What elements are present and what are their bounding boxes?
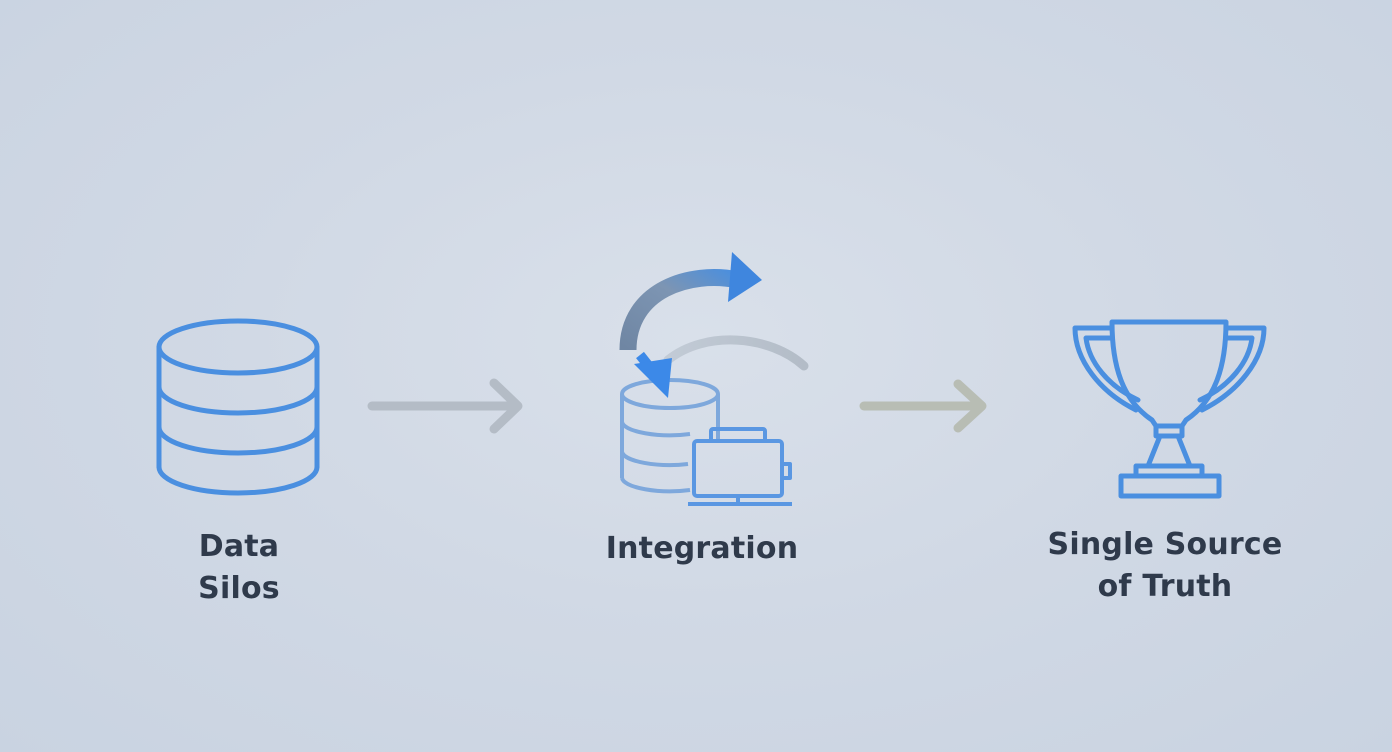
arrow-right-icon	[367, 378, 523, 434]
curved-arrow-head	[728, 252, 762, 302]
label-line: Silos	[198, 571, 280, 606]
inbound-arrow-icon	[634, 351, 672, 398]
integration-icon	[619, 252, 809, 506]
label-line: of Truth	[1097, 569, 1233, 604]
label-line: Single Source	[1047, 527, 1283, 562]
server-device-icon	[688, 427, 792, 506]
step-label-integration: Integration	[592, 528, 812, 570]
sync-curve-faint	[663, 335, 809, 371]
database-icon	[156, 318, 320, 496]
arrow-right-icon	[859, 379, 987, 433]
step-label-single-source-of-truth: Single Source of Truth	[1030, 524, 1300, 608]
trophy-icon	[1072, 319, 1267, 499]
label-line: Integration	[605, 531, 799, 566]
step-label-data-silos: Data Silos	[139, 526, 339, 610]
label-line: Data	[198, 529, 280, 564]
curved-arrow-icon	[619, 269, 740, 351]
